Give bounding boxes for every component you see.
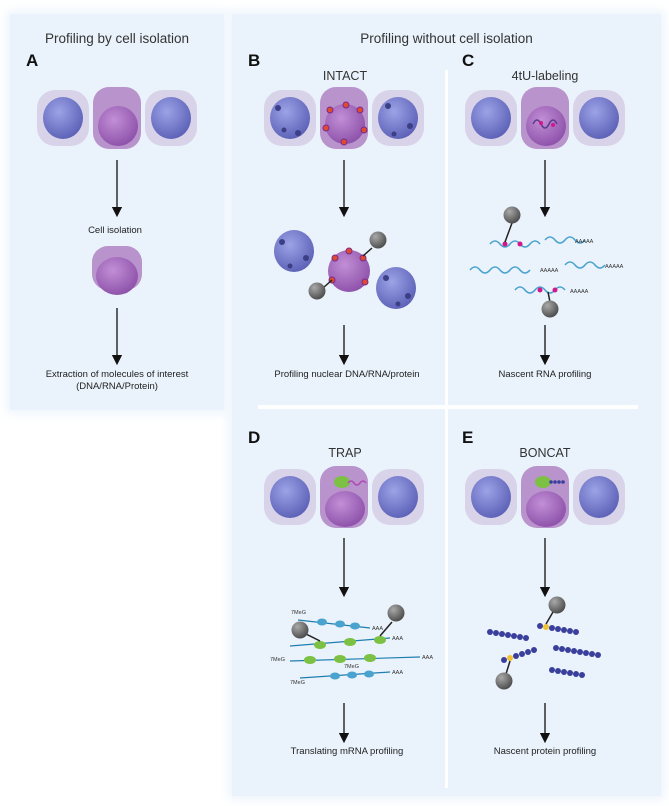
panel-b-title: INTACT [322, 69, 368, 83]
extraction-label-line1: Extraction of molecules of interest [45, 369, 189, 380]
panel-e-caption: Nascent protein profiling [493, 746, 597, 757]
cap-label-2: 7MeG [270, 657, 285, 663]
panel-d-caption: Translating mRNA profiling [290, 746, 404, 757]
cap-label-3: 7MeG [344, 664, 359, 670]
panel-d-translating-mrna: 7MeG AAA AAA 7MeG AAA 7MeG 7MeG AAA [270, 604, 433, 686]
panel-e-proteins [487, 596, 601, 690]
tail-label-1: AAA [372, 626, 383, 632]
panel-e-title: BONCAT [519, 446, 571, 460]
extraction-label-line2: (DNA/RNA/Protein) [76, 381, 158, 392]
panel-a-tissue [37, 87, 197, 149]
vertical-divider [445, 70, 448, 788]
panel-c-tissue [465, 87, 625, 149]
polya-label-2: AAAAA [540, 268, 559, 274]
panel-c-title: 4tU-labeling [511, 69, 579, 83]
right-panel-header: Profiling without cell isolation [360, 31, 533, 46]
panel-b-isolated-nuclei [274, 230, 416, 309]
cell-isolation-label: Cell isolation [88, 225, 142, 236]
panel-letter-e: E [462, 428, 474, 447]
panel-c-rna [469, 236, 606, 294]
panel-b-tissue [264, 87, 424, 149]
panel-c-caption: Nascent RNA profiling [498, 369, 592, 380]
panel-letter-d: D [248, 428, 261, 447]
panel-letter-b: B [248, 51, 261, 70]
cap-label-1: 7MeG [291, 610, 306, 616]
polya-label-4: AAAAA [570, 289, 589, 295]
tail-label-4: AAA [392, 670, 403, 676]
panel-e-tissue [465, 466, 625, 528]
panel-letter-c: C [462, 51, 475, 70]
panel-d-tissue [264, 466, 424, 528]
polya-label-3: AAAAA [605, 264, 624, 270]
horizontal-divider [258, 405, 638, 409]
panel-d-title: TRAP [328, 446, 362, 460]
panel-b-caption: Profiling nuclear DNA/RNA/protein [274, 369, 420, 380]
polya-label-1: AAAAA [575, 239, 594, 245]
tail-label-2: AAA [392, 636, 403, 642]
cap-label-4: 7MeG [290, 680, 305, 686]
left-panel-header: Profiling by cell isolation [44, 31, 190, 46]
panel-letter-a: A [26, 51, 39, 70]
tail-label-3: AAA [422, 655, 433, 661]
isolated-cell [92, 246, 142, 295]
